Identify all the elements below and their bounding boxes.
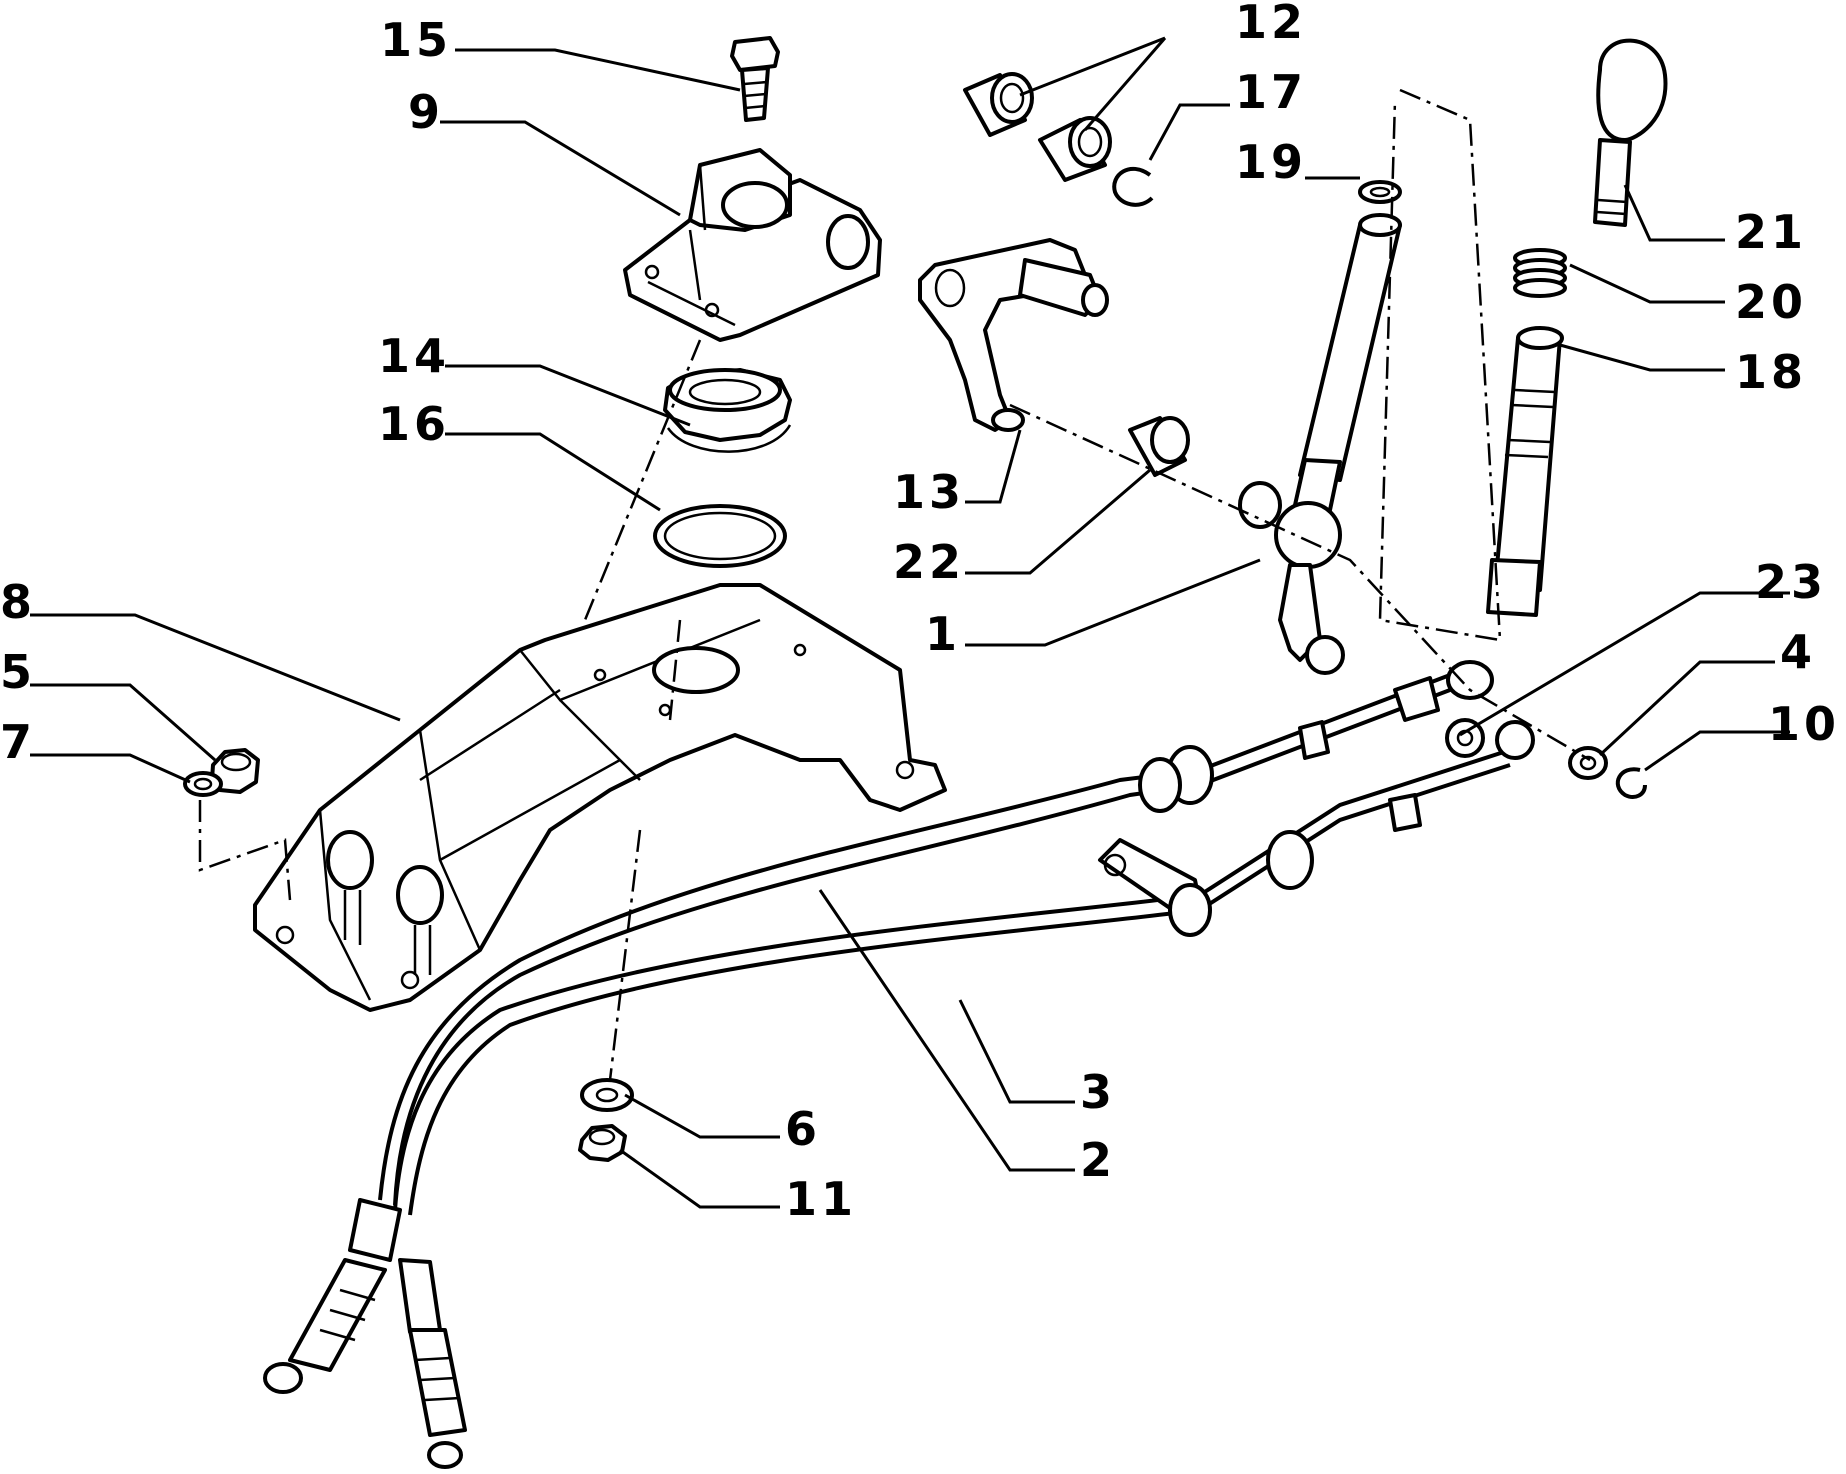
callout-1: 1 [925, 607, 961, 661]
part-11-nut [578, 1124, 627, 1162]
callout-15: 15 [380, 13, 452, 67]
callout-4: 4 [1780, 625, 1816, 679]
part-9-upper-housing [623, 148, 882, 342]
callout-3: 3 [1080, 1065, 1116, 1119]
part-6-washer [580, 1078, 634, 1112]
callout-7: 7 [0, 715, 36, 769]
part-23-washer [1445, 718, 1485, 758]
callout-10: 10 [1768, 697, 1840, 751]
part-10-clip [1615, 767, 1647, 799]
callout-6: 6 [785, 1102, 821, 1156]
part-2-selector-cable [378, 660, 1494, 1206]
callout-13: 13 [893, 465, 965, 519]
part-21-knob [1593, 38, 1668, 227]
callout-16: 16 [378, 397, 450, 451]
part-20-spring [1513, 248, 1567, 298]
callout-9: 9 [408, 85, 444, 139]
callout-labels: 15 9 12 17 19 21 20 18 14 16 13 22 1 8 5… [0, 0, 1840, 1226]
callout-12: 12 [1235, 0, 1307, 49]
callout-17: 17 [1235, 65, 1307, 119]
callout-2: 2 [1080, 1133, 1116, 1187]
cable-end-right [398, 1258, 467, 1469]
callout-20: 20 [1735, 275, 1807, 329]
part-1-gear-lever [1238, 213, 1402, 675]
part-13-selector-lever [918, 238, 1109, 432]
part-3-shift-cable [393, 720, 1535, 1216]
part-14-boot [663, 368, 792, 453]
callout-8: 8 [0, 575, 36, 629]
callout-19: 19 [1235, 135, 1307, 189]
part-15-bolt [730, 36, 780, 122]
callout-leaders [30, 36, 1790, 1209]
callout-23: 23 [1755, 555, 1827, 609]
part-17-circlip [1112, 166, 1154, 207]
callout-22: 22 [893, 535, 965, 589]
callout-18: 18 [1735, 345, 1807, 399]
part-19-washer [1358, 180, 1402, 204]
part-12-bushing-b [1038, 116, 1112, 182]
callout-14: 14 [378, 329, 450, 383]
callout-11: 11 [785, 1172, 857, 1226]
part-4-washer [1568, 746, 1608, 780]
callout-5: 5 [0, 645, 36, 699]
cable-end-left [263, 1198, 402, 1394]
callout-21: 21 [1735, 205, 1807, 259]
part-12-bushing-a [963, 72, 1034, 137]
part-16-o-ring [653, 504, 787, 568]
part-18-sleeve [1486, 326, 1564, 617]
part-22-bush [1128, 416, 1190, 477]
assembly-centerlines [198, 88, 1591, 1081]
part-8-main-housing [253, 583, 947, 1012]
part-7-washer [183, 771, 223, 797]
